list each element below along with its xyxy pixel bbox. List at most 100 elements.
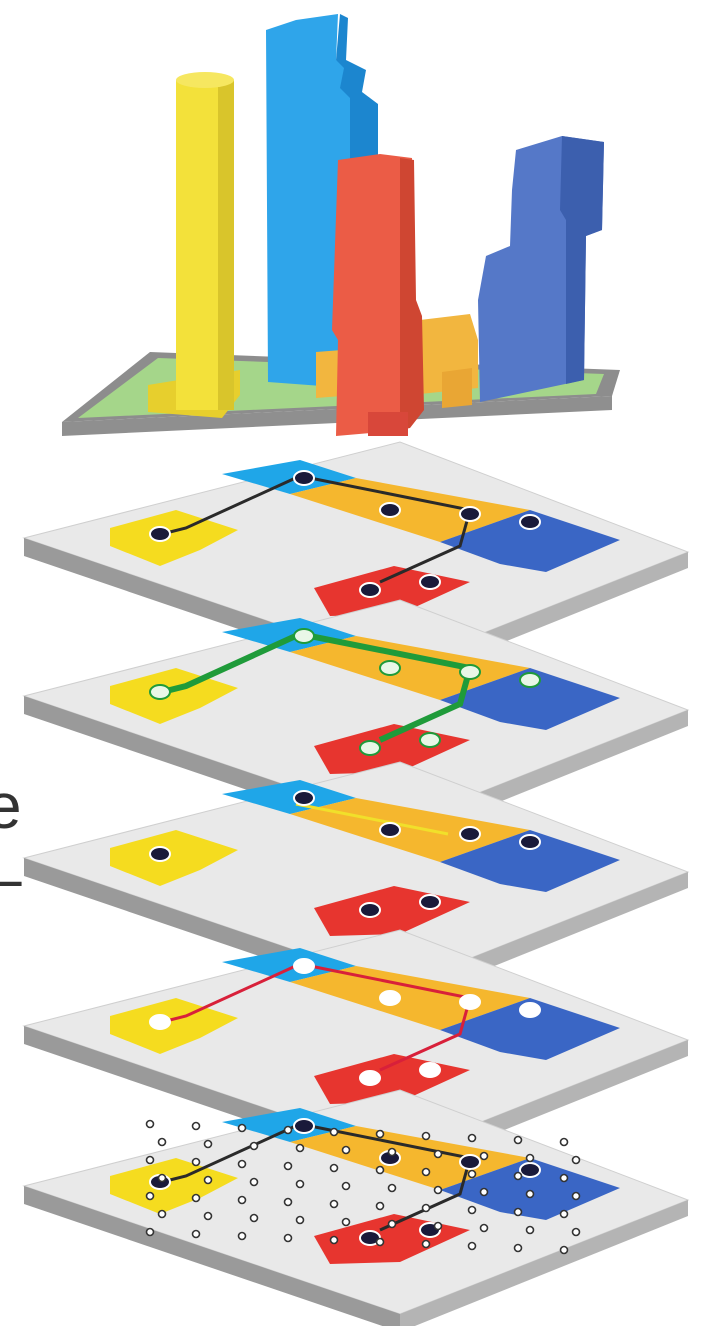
fire-alarm-icon-shape bbox=[460, 507, 480, 521]
point-icon bbox=[377, 1239, 384, 1246]
node-icon bbox=[380, 991, 400, 1005]
point-icon bbox=[343, 1183, 350, 1190]
sensor-icon-shape bbox=[360, 903, 380, 917]
point-icon bbox=[481, 1153, 488, 1160]
phone-icon-shape bbox=[520, 515, 540, 529]
battery-icon-shape bbox=[520, 673, 540, 687]
node-icon bbox=[150, 1015, 170, 1029]
node-icon-shape bbox=[150, 1015, 170, 1029]
point-icon bbox=[515, 1173, 522, 1180]
point-icon bbox=[423, 1205, 430, 1212]
point-icon bbox=[469, 1207, 476, 1214]
point-icon bbox=[193, 1195, 200, 1202]
node-icon bbox=[520, 1003, 540, 1017]
point-icon bbox=[527, 1155, 534, 1162]
point-icon bbox=[239, 1161, 246, 1168]
point-icon bbox=[239, 1125, 246, 1132]
battery-icon bbox=[460, 665, 480, 679]
point-icon bbox=[481, 1189, 488, 1196]
battery-icon bbox=[380, 661, 400, 675]
point-icon bbox=[573, 1193, 580, 1200]
play-icon-shape bbox=[294, 1119, 314, 1133]
point-icon bbox=[435, 1223, 442, 1230]
point-icon bbox=[515, 1245, 522, 1252]
node-icon bbox=[420, 1063, 440, 1077]
point-icon bbox=[515, 1137, 522, 1144]
phone-icon-shape bbox=[150, 527, 170, 541]
edge-text-line-1: e bbox=[0, 770, 30, 842]
key-icon-shape bbox=[520, 835, 540, 849]
point-icon bbox=[159, 1175, 166, 1182]
edge-text: e – bbox=[0, 770, 30, 910]
point-icon bbox=[205, 1177, 212, 1184]
point-icon bbox=[423, 1133, 430, 1140]
point-icon bbox=[147, 1157, 154, 1164]
point-icon bbox=[331, 1129, 338, 1136]
battery-icon-shape bbox=[294, 629, 314, 643]
point-icon bbox=[460, 1155, 480, 1169]
point-icon bbox=[205, 1213, 212, 1220]
pill-icon bbox=[380, 503, 400, 517]
sensor-icon-shape bbox=[460, 827, 480, 841]
key-icon-shape bbox=[380, 823, 400, 837]
point-icon bbox=[423, 1169, 430, 1176]
battery-icon-shape bbox=[460, 665, 480, 679]
point-icon bbox=[251, 1179, 258, 1186]
point-icon bbox=[377, 1167, 384, 1174]
point-icon bbox=[193, 1123, 200, 1130]
battery-icon bbox=[520, 673, 540, 687]
point-icon bbox=[251, 1143, 258, 1150]
blue-tower bbox=[478, 136, 604, 402]
key-icon bbox=[380, 823, 400, 837]
point-icon bbox=[331, 1237, 338, 1244]
point-icon bbox=[389, 1149, 396, 1156]
point-icon bbox=[561, 1247, 568, 1254]
point-icon bbox=[435, 1151, 442, 1158]
point-icon bbox=[285, 1235, 292, 1242]
phone-icon bbox=[150, 527, 170, 541]
plate-points bbox=[24, 1090, 688, 1326]
plate-top bbox=[24, 1090, 688, 1314]
point-icon-shape bbox=[460, 1155, 480, 1169]
sensor-icon bbox=[460, 827, 480, 841]
point-icon bbox=[159, 1139, 166, 1146]
node-icon bbox=[360, 1071, 380, 1085]
pill-icon-shape bbox=[380, 503, 400, 517]
node-icon-shape bbox=[294, 959, 314, 973]
point-icon bbox=[573, 1157, 580, 1164]
point-icon bbox=[147, 1121, 154, 1128]
node-icon-shape bbox=[380, 991, 400, 1005]
play-icon bbox=[294, 1119, 314, 1133]
point-icon bbox=[377, 1203, 384, 1210]
play-icon bbox=[520, 1163, 540, 1177]
key-icon bbox=[420, 895, 440, 909]
point-icon bbox=[527, 1227, 534, 1234]
battery-icon bbox=[294, 629, 314, 643]
point-icon bbox=[193, 1231, 200, 1238]
wifi-icon bbox=[294, 471, 314, 485]
phone-icon bbox=[520, 515, 540, 529]
point-icon bbox=[285, 1127, 292, 1134]
point-icon bbox=[239, 1197, 246, 1204]
point-icon bbox=[435, 1187, 442, 1194]
point-icon bbox=[285, 1163, 292, 1170]
point-icon bbox=[297, 1217, 304, 1224]
point-icon bbox=[285, 1199, 292, 1206]
point-icon bbox=[343, 1147, 350, 1154]
point-icon bbox=[343, 1219, 350, 1226]
point-icon bbox=[331, 1165, 338, 1172]
key-icon-shape bbox=[420, 895, 440, 909]
battery-icon bbox=[150, 685, 170, 699]
point-icon bbox=[205, 1141, 212, 1148]
node-icon bbox=[294, 959, 314, 973]
point-icon bbox=[251, 1215, 258, 1222]
battery-icon bbox=[420, 733, 440, 747]
play-icon-shape bbox=[520, 1163, 540, 1177]
point-icon bbox=[147, 1229, 154, 1236]
point-icon bbox=[469, 1243, 476, 1250]
fire-alarm-icon bbox=[460, 507, 480, 521]
pill-icon bbox=[420, 575, 440, 589]
node-icon-shape bbox=[460, 995, 480, 1009]
battery-icon-shape bbox=[380, 661, 400, 675]
